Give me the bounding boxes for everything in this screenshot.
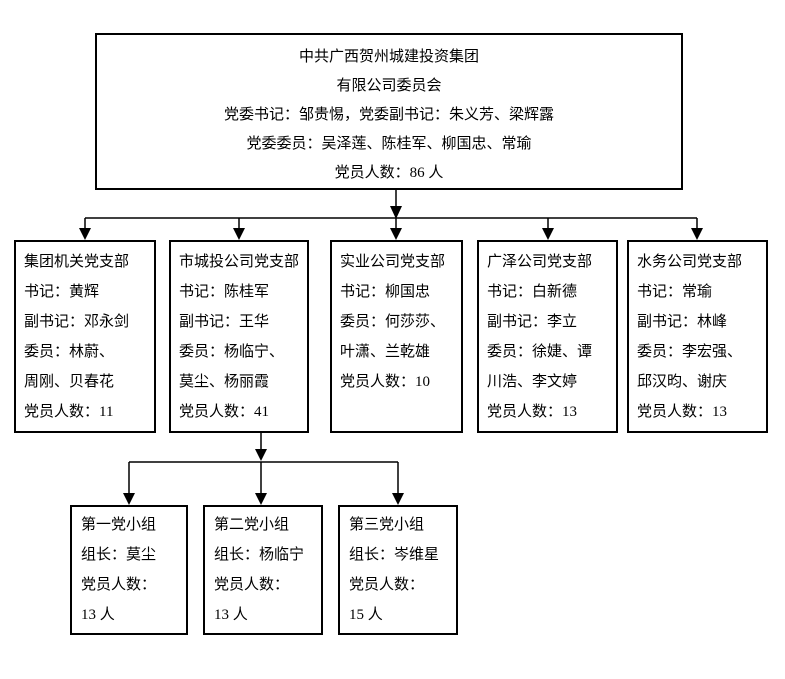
down-arrowhead (392, 493, 404, 505)
committee-members: 党委委员：吴泽莲、陈桂军、柳国忠、常瑜 (246, 136, 532, 152)
committee-member-count: 党员人数：86 人 (334, 165, 444, 181)
branch-members-line-2: 叶潇、兰乾雄 (340, 344, 431, 360)
branch-members-line-1: 委员：徐婕、谭 (487, 344, 593, 360)
group-box-2: 第二党小组 组长：杨临宁 党员人数： 13 人 (203, 505, 323, 635)
down-arrowhead (255, 493, 267, 505)
branch-box-city-investment: 市城投公司党支部 书记：陈桂军 副书记：王华 委员：杨临宁、 莫尘、杨丽霞 党员… (169, 240, 309, 433)
branch-member-count: 党员人数：41 (179, 404, 270, 420)
group-member-count-value: 13 人 (81, 607, 115, 623)
group-member-count-label: 党员人数： (349, 577, 425, 593)
branch-secretary: 书记：黄辉 (24, 284, 100, 300)
committee-name-line-2: 有限公司委员会 (336, 78, 442, 94)
root-committee-box: 中共广西贺州城建投资集团 有限公司委员会 党委书记：邹贵惕，党委副书记：朱义芳、… (95, 33, 683, 190)
branch-box-water: 水务公司党支部 书记：常瑜 副书记：林峰 委员：李宏强、 邱汉昀、谢庆 党员人数… (627, 240, 768, 433)
branch-title: 市城投公司党支部 (179, 254, 300, 270)
group-member-count-value: 15 人 (349, 607, 383, 623)
branch-secretary: 书记：柳国忠 (340, 284, 431, 300)
group-title: 第二党小组 (214, 517, 290, 533)
connector-tier-2 (123, 433, 404, 505)
branch-box-guangze: 广泽公司党支部 书记：白新德 副书记：李立 委员：徐婕、谭 川浩、李文婷 党员人… (477, 240, 618, 433)
branch-box-group-office: 集团机关党支部 书记：黄辉 副书记：邓永剑 委员：林蔚、 周刚、贝春花 党员人数… (14, 240, 156, 433)
group-member-count-value: 13 人 (214, 607, 248, 623)
down-arrowhead (79, 228, 91, 240)
branch-member-count: 党员人数：13 (487, 404, 578, 420)
branch-members-line-2: 川浩、李文婷 (487, 374, 578, 390)
branch-members-line-1: 委员：林蔚、 (24, 344, 115, 360)
group-box-1: 第一党小组 组长：莫尘 党员人数： 13 人 (70, 505, 188, 635)
branch-title: 水务公司党支部 (637, 254, 743, 270)
group-member-count-label: 党员人数： (214, 577, 290, 593)
down-arrowhead (691, 228, 703, 240)
branch-members-line-2: 周刚、贝春花 (24, 374, 115, 390)
branch-secretary: 书记：陈桂军 (179, 284, 270, 300)
branch-members-line-2: 莫尘、杨丽霞 (179, 374, 270, 390)
branch-deputy-secretary: 副书记：邓永剑 (24, 314, 130, 330)
committee-name-line-1: 中共广西贺州城建投资集团 (298, 49, 479, 65)
group-box-3: 第三党小组 组长：岑维星 党员人数： 15 人 (338, 505, 458, 635)
branch-secretary: 书记：白新德 (487, 284, 578, 300)
group-leader: 组长：莫尘 (81, 547, 157, 563)
down-arrowhead (255, 449, 267, 461)
committee-secretaries: 党委书记：邹贵惕，党委副书记：朱义芳、梁辉露 (223, 107, 554, 123)
branch-members-line-2: 邱汉昀、谢庆 (637, 374, 728, 390)
branch-title: 广泽公司党支部 (487, 254, 593, 270)
branch-deputy-secretary: 副书记：李立 (487, 314, 578, 330)
down-arrowhead (542, 228, 554, 240)
branch-member-count: 党员人数：13 (637, 404, 728, 420)
branch-deputy-secretary: 副书记：王华 (179, 314, 270, 330)
branch-title: 实业公司党支部 (340, 254, 446, 270)
group-title: 第三党小组 (349, 517, 425, 533)
down-arrowhead (123, 493, 135, 505)
group-member-count-label: 党员人数： (81, 577, 157, 593)
branch-members-line-1: 委员：李宏强、 (637, 344, 743, 360)
branch-box-industrial: 实业公司党支部 书记：柳国忠 委员：何莎莎、 叶潇、兰乾雄 党员人数：10 (330, 240, 463, 433)
down-arrowhead (390, 206, 402, 219)
branch-title: 集团机关党支部 (24, 254, 130, 270)
down-arrowhead (233, 228, 245, 240)
branch-members-line-1: 委员：何莎莎、 (340, 314, 446, 330)
branch-deputy-secretary: 副书记：林峰 (637, 314, 728, 330)
branch-member-count: 党员人数：10 (340, 374, 431, 390)
branch-members-line-1: 委员：杨临宁、 (179, 344, 285, 360)
branch-secretary: 书记：常瑜 (637, 284, 713, 300)
connector-tier-1 (79, 190, 703, 240)
group-title: 第一党小组 (81, 517, 157, 533)
branch-member-count: 党员人数：11 (24, 404, 114, 420)
group-leader: 组长：杨临宁 (214, 547, 305, 563)
group-leader: 组长：岑维星 (349, 547, 440, 563)
down-arrowhead (390, 228, 402, 240)
